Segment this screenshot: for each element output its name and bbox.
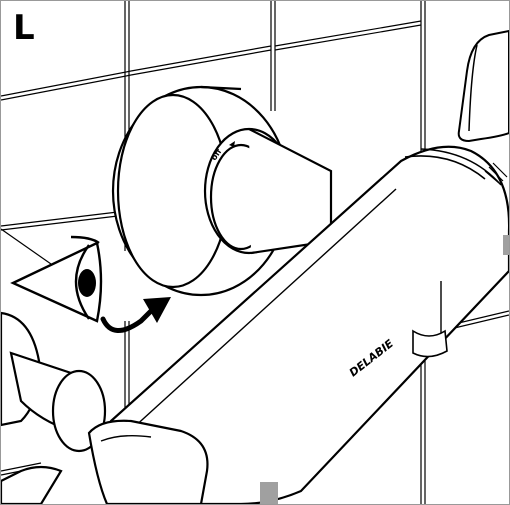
left-wall-fitting bbox=[1, 311, 107, 504]
rotation-arrow-icon bbox=[100, 297, 171, 333]
marker-bottom bbox=[260, 482, 278, 504]
temperature-knob bbox=[111, 85, 333, 297]
panel-letter: L bbox=[13, 8, 35, 48]
bottom-left-bracket bbox=[87, 419, 209, 504]
right-wall-bracket bbox=[457, 29, 509, 143]
marker-right bbox=[503, 235, 509, 255]
knob-indicator-icon bbox=[229, 141, 235, 147]
eye-icon bbox=[10, 235, 103, 323]
